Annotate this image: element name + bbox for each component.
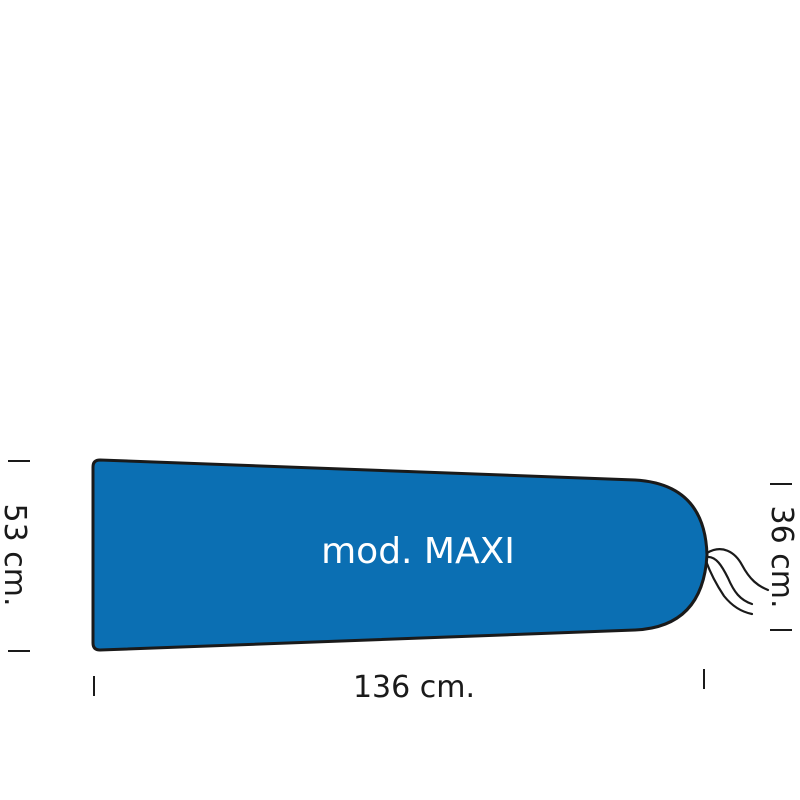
wide-end-dimension: 53 cm. <box>0 460 32 652</box>
drawstring-cord-upper <box>705 548 770 592</box>
drawstring-cord-middle <box>705 555 754 606</box>
length-dimension: 136 cm. <box>93 669 705 705</box>
model-label: mod. MAXI <box>321 531 515 572</box>
drawstring-cord-lower <box>704 559 754 616</box>
ironing-board-cover-shape <box>91 458 709 652</box>
length-label: 136 cm. <box>353 670 475 705</box>
narrow-end-width-label: 36 cm. <box>764 506 799 609</box>
drawstring-cords <box>704 548 770 616</box>
narrow-end-dimension: 36 cm. <box>764 483 799 631</box>
wide-end-width-label: 53 cm. <box>0 504 32 607</box>
